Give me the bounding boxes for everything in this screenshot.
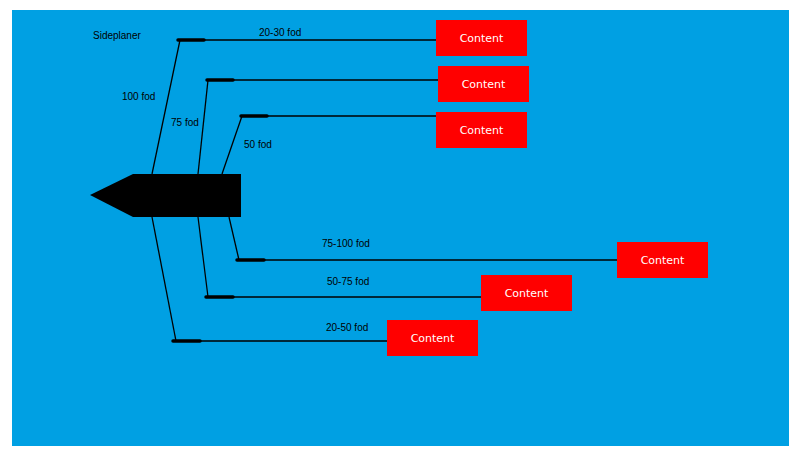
box-text: Content [460,124,504,137]
tow-line [152,217,176,341]
box-text: Content [505,287,549,300]
tow-line [198,217,208,297]
side-planer [173,339,200,343]
content-box: Content [481,275,572,311]
distance-label: 100 fod [121,91,156,103]
title-label: Sideplaner [92,30,142,42]
leader-line [233,296,481,297]
box-text: Content [462,78,506,91]
distance-label: 75 fod [170,117,200,129]
ship-hull [90,174,241,217]
leader-line [233,79,438,80]
distance-label: 50-75 fod [326,276,370,288]
content-box: Content [438,66,529,102]
box-text: Content [411,332,455,345]
side-planer [237,258,264,262]
content-box: Content [436,112,527,148]
distance-label: 50 fod [243,139,273,151]
content-box: Content [387,320,478,356]
side-planer [241,114,267,118]
box-text: Content [460,32,504,45]
side-planer [178,38,204,42]
tow-line [152,40,180,174]
tow-line [229,217,239,260]
leader-line [200,340,387,341]
content-box: Content [617,242,708,278]
distance-label: 20-50 fod [325,322,369,334]
content-box: Content [436,20,527,56]
leader-line [264,259,617,260]
side-planer [206,295,233,299]
sea-ground [12,10,789,446]
tow-line [222,116,242,174]
distance-label: 75-100 fod [321,238,371,250]
distance-label: 20-30 fod [258,27,302,39]
leader-line [267,115,436,116]
box-text: Content [641,254,685,267]
leader-line [204,39,436,40]
side-planer [207,78,233,82]
